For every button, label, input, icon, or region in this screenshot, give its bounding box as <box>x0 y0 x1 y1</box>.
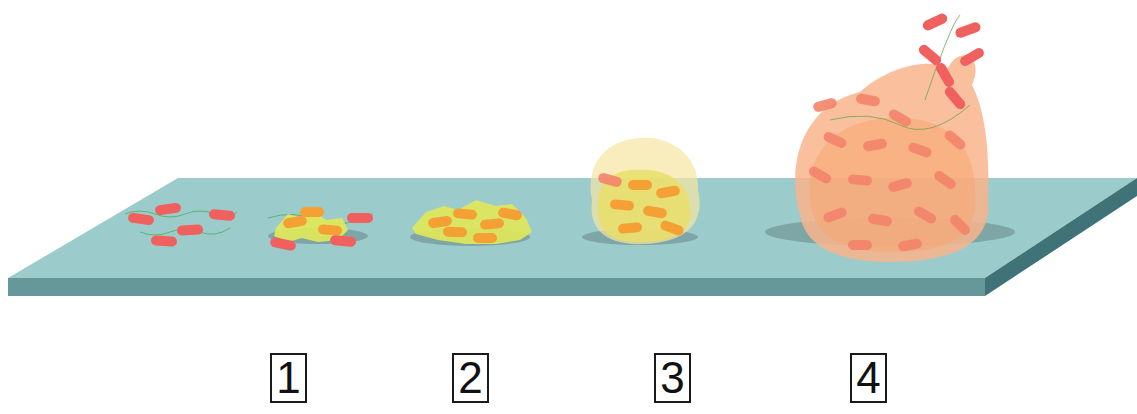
step-number-box: 1 <box>270 353 307 403</box>
bacterium <box>269 236 297 251</box>
bacterium <box>151 235 178 247</box>
bacterium <box>812 97 838 113</box>
matrix-outer <box>795 55 988 262</box>
bacterium <box>209 209 236 221</box>
released-bacterium <box>943 85 967 111</box>
stage-four-mature-biofilm <box>765 12 1015 262</box>
released-bacterium <box>954 21 982 39</box>
surface-side <box>985 178 1137 296</box>
bacterium <box>907 141 933 159</box>
matrix-halo <box>591 138 700 244</box>
bacterium <box>848 240 872 250</box>
bacterium <box>862 138 887 152</box>
bacterium <box>948 213 972 237</box>
fiber <box>830 105 970 130</box>
bacterium <box>443 226 467 237</box>
bacterium <box>330 235 357 247</box>
released-bacterium <box>921 12 949 32</box>
bacterium <box>848 174 873 186</box>
stage-two-cluster <box>268 207 373 252</box>
matrix-blob <box>598 170 691 242</box>
bacterium <box>642 205 667 219</box>
bacterium <box>282 215 307 229</box>
bacterium <box>427 215 452 228</box>
bacterium <box>453 208 478 220</box>
bacterium <box>154 202 181 216</box>
bacterium <box>822 130 848 149</box>
released-bacterium <box>958 46 986 68</box>
bacterium <box>480 218 505 230</box>
bacterium <box>628 180 652 190</box>
bacterium <box>887 177 913 193</box>
bacterium <box>912 205 938 226</box>
bacterium <box>473 233 497 243</box>
bacterium <box>497 207 522 221</box>
step-number-box: 4 <box>850 353 887 403</box>
bacterium <box>597 172 623 188</box>
step-number: 3 <box>660 356 684 400</box>
bacterium <box>127 212 154 226</box>
bacterium <box>618 222 643 234</box>
bacterium <box>897 238 922 252</box>
step-number: 2 <box>458 356 482 400</box>
bacterium <box>855 93 880 107</box>
step-number-box: 2 <box>452 353 489 403</box>
stage-one-cells <box>125 202 237 247</box>
step-number: 1 <box>276 356 300 400</box>
step-number-box: 3 <box>654 353 691 403</box>
bacterium <box>887 108 913 129</box>
bacterium <box>177 224 203 235</box>
surface-front <box>8 278 985 296</box>
bacterium <box>300 207 324 217</box>
bacterium <box>659 219 685 237</box>
bacterium <box>932 169 957 191</box>
matrix-blob <box>412 200 532 244</box>
released-bacterium <box>934 61 956 89</box>
bacterium <box>655 185 680 199</box>
bacterium <box>807 165 833 186</box>
bacterium <box>867 213 892 227</box>
step-number: 4 <box>856 356 880 400</box>
stage-four-cluster <box>582 138 700 245</box>
stage-three-cluster <box>410 200 532 246</box>
bacterium <box>822 206 848 224</box>
matrix-inner <box>810 118 976 252</box>
bacterium <box>318 224 343 236</box>
bacterium <box>347 213 373 223</box>
bacterium <box>610 199 635 211</box>
bacterium <box>943 128 968 151</box>
